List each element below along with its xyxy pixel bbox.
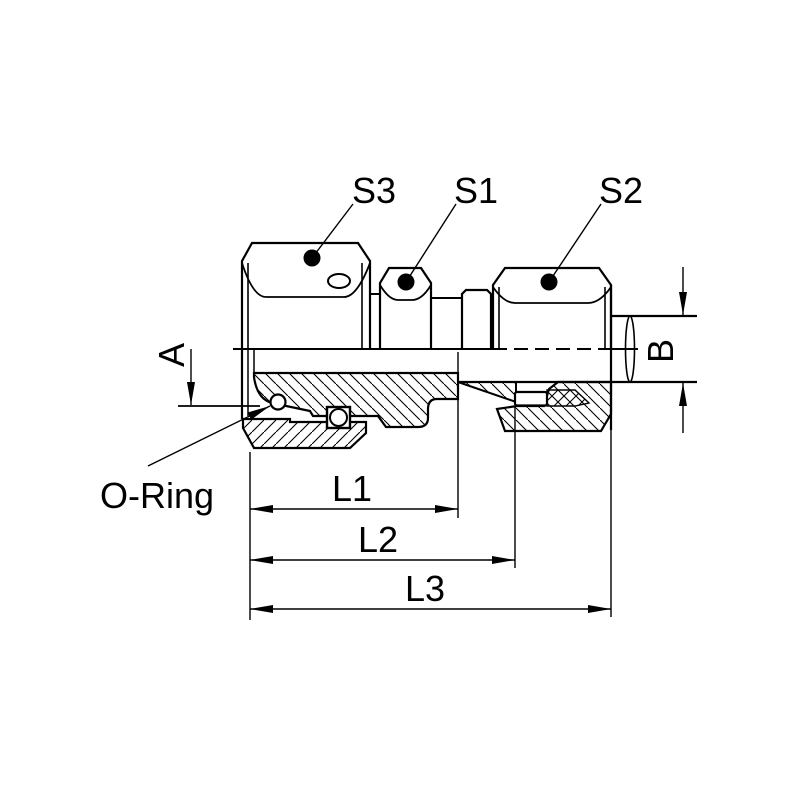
s3-nut-outline: [240, 241, 372, 349]
s3-chamfer-oval: [327, 273, 351, 289]
label-l3: L3: [405, 568, 445, 609]
s2-leader-dot: [540, 273, 558, 291]
label-b: B: [640, 339, 681, 363]
label-s3: S3: [352, 170, 396, 211]
lower-section-view: [240, 349, 613, 450]
s1-nut-outline: [378, 266, 433, 349]
tube-end-white: [513, 390, 549, 407]
label-l2: L2: [358, 519, 398, 560]
dimension-lines: [147, 203, 687, 620]
stud-block-outline: [460, 288, 493, 349]
body-section-hatched: [252, 371, 460, 429]
s1-leader-dot: [397, 273, 415, 291]
leader-s3: [311, 203, 354, 259]
tube-break-symbol: [624, 315, 636, 383]
leader-oring: [147, 405, 271, 467]
labels: S3 S1 S2 A B L1 L2 L3 O-Ring: [100, 170, 681, 609]
leader-dots: [303, 249, 558, 291]
s2-nut-outline: [491, 266, 613, 430]
cone-wedge-hatched: [457, 381, 517, 404]
label-a: A: [151, 343, 192, 367]
label-oring: O-Ring: [100, 475, 214, 516]
s3-leader-dot: [303, 249, 321, 267]
label-l1: L1: [332, 468, 372, 509]
leader-s1: [405, 203, 457, 283]
label-s2: S2: [599, 170, 643, 211]
label-s1: S1: [454, 170, 498, 211]
seal-circle: [329, 408, 348, 427]
leader-s2: [548, 203, 602, 283]
o-ring: [269, 393, 287, 411]
upper-outline-view: [233, 241, 697, 430]
